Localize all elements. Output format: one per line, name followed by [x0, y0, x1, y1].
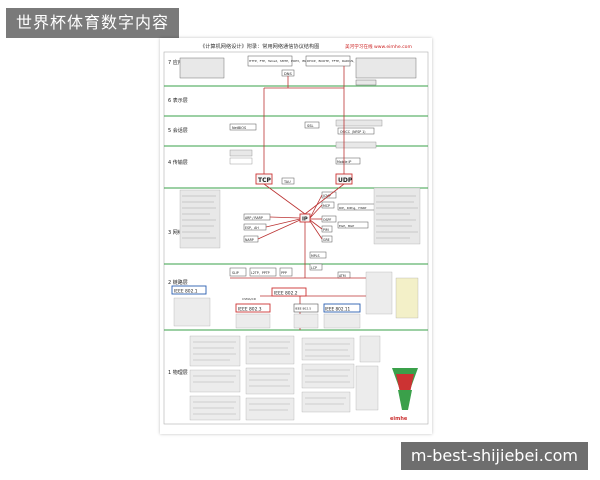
proto-tcp: TCP — [258, 177, 271, 184]
proto-slip: SLIP — [232, 271, 239, 275]
proto-netbios: NetBIOS — [232, 126, 246, 130]
layer-label-session: 5 会话层 — [168, 127, 188, 134]
page-title-badge: 世界杯体育数字内容 — [6, 8, 180, 38]
layer-label-physical: 1 物理层 — [168, 369, 188, 376]
proto-ieee8021: IEEE 802.1 — [174, 289, 198, 295]
proto-arp: ARP / RARP — [245, 216, 263, 220]
proto-dns: DNS — [284, 72, 292, 76]
proto-ieee80211: IEEE 802.11 — [325, 307, 350, 312]
proto-l2tp: L2TP、PPTP — [251, 271, 270, 275]
site-url-badge: m-best-shijiebei.com — [400, 442, 588, 470]
proto-narp: NARP — [245, 238, 254, 242]
proto-atm: ATM — [339, 274, 346, 278]
protocol-diagram-sheet: 《计算机网络设计》附录：常用网络通信协议结构图 美河学习在线 www.eimhe… — [160, 38, 432, 434]
proto-ssl: SSL — [307, 124, 314, 128]
logo-text: eimhe — [390, 416, 408, 422]
proto-ieee8025: IEEE 802.5 — [295, 307, 311, 311]
proto-app-right: DHCP、BOOTP、TFTP、RADIUS、SNMP、RIP、SLP、SDP — [307, 59, 390, 63]
layer-label-datalink: 2 链路层 — [168, 279, 188, 286]
proto-app-left: HTTP、FTP、Telnet、SMTP、POP3、IMAP — [249, 59, 309, 63]
proto-udp: UDP — [338, 177, 353, 184]
proto-ieee8023: IEEE 802.3 — [238, 307, 262, 313]
proto-lcp: LCP — [311, 266, 317, 270]
layer-label-network: 3 网络层 — [168, 229, 188, 236]
layer-label-transport: 4 传输层 — [168, 159, 188, 166]
proto-routing: RIP、RIPng、HSRP — [339, 206, 367, 210]
layer-label-presentation: 6 表示层 — [168, 97, 188, 104]
proto-mcp: MCP — [323, 204, 330, 208]
diagram-header: 《计算机网络设计》附录：常用网络通信协议结构图 — [200, 42, 319, 50]
proto-ip: IP — [302, 217, 308, 223]
proto-ppp: PPP — [281, 271, 287, 275]
protocol-diagram: 《计算机网络设计》附录：常用网络通信协议结构图 美河学习在线 www.eimhe… — [163, 42, 429, 425]
proto-csma: CSMA/CD — [242, 297, 257, 301]
eimhe-logo: eimhe — [390, 368, 418, 422]
layer-label-application: 7 应用层 — [168, 59, 188, 66]
proto-osicc: OSICC（NFSP 1） — [340, 129, 367, 134]
proto-mpls: MPLS — [311, 254, 319, 258]
proto-ieee8022: IEEE 802.2 — [274, 291, 298, 297]
proto-icmp: ICMP — [323, 194, 331, 198]
proto-ospf: OSPF — [323, 218, 331, 222]
physical-layer-standards — [189, 335, 381, 421]
proto-pim: PIM — [323, 228, 329, 232]
proto-egp: EGP、BGP — [339, 224, 354, 228]
proto-esp: ESP、AH — [245, 226, 259, 230]
diagram-header-right: 美河学习在线 www.eimhe.com — [345, 43, 412, 50]
proto-tau: TAU — [283, 180, 291, 184]
proto-gre: GRE — [323, 238, 330, 242]
